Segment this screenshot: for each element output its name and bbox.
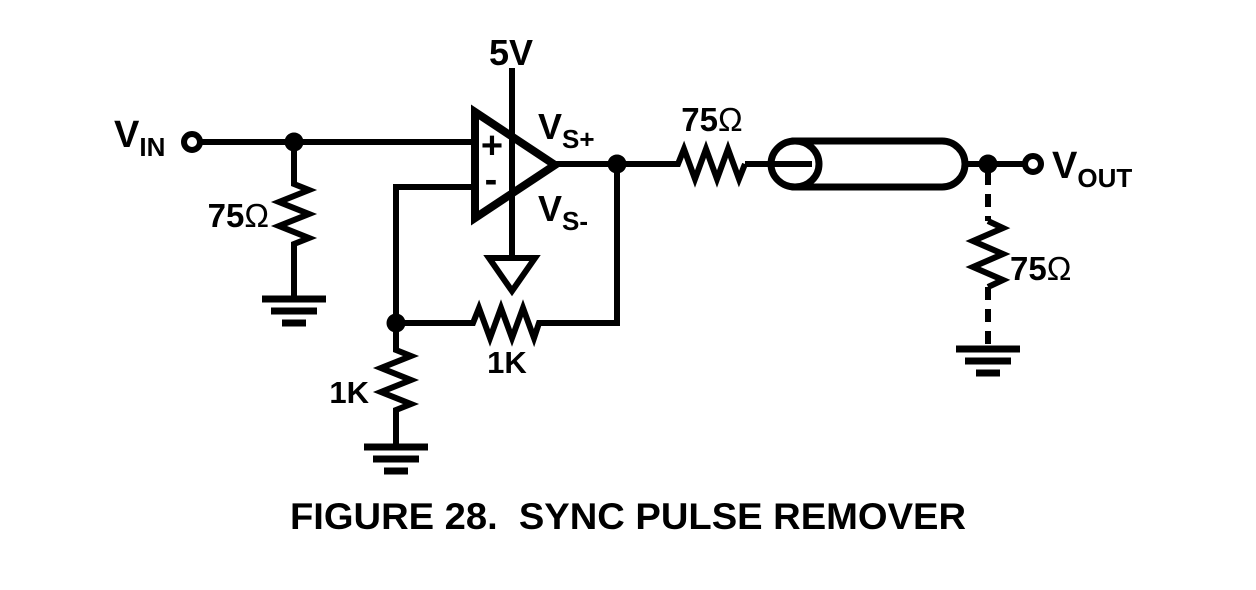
- ground-symbol-gain-resistor: [364, 443, 428, 475]
- gain-set-resistor: [372, 323, 420, 444]
- figure-caption: FIGURE 28. SYNC PULSE REMOVER: [290, 496, 966, 537]
- output-termination-resistor: [965, 218, 1011, 290]
- gain-set-resistor-label: 1K: [329, 375, 369, 410]
- feedback-resistor-label: 1K: [487, 345, 527, 380]
- junction-dot-vout: [978, 154, 998, 174]
- vs-minus-label: VS-: [538, 188, 588, 236]
- vin-terminal: [181, 131, 203, 153]
- input-termination-label: 75Ω: [208, 197, 269, 234]
- vin-label: VIN: [114, 114, 165, 162]
- inverting-input-wire: [393, 184, 475, 323]
- ground-symbol-output: [956, 345, 1020, 377]
- feedback-loop-and-feedback-resistor: [396, 164, 620, 348]
- output-wire-and-series-resistor: [555, 140, 748, 188]
- series-resistor-label: 75Ω: [681, 101, 742, 138]
- opamp-minus-sign: -: [485, 159, 498, 201]
- vout-label: VOUT: [1052, 145, 1132, 193]
- coax-body: [791, 137, 969, 191]
- opamp-plus-sign: +: [481, 125, 503, 167]
- ground-symbol-input: [262, 295, 326, 327]
- output-termination-label: 75Ω: [1010, 250, 1071, 287]
- negative-supply-arrow-icon: [483, 255, 541, 297]
- coax-cable-icon: [745, 137, 969, 191]
- vs-plus-label: VS+: [538, 106, 595, 154]
- junction-dot-feedback: [386, 313, 406, 333]
- junction-dot-vin: [284, 132, 304, 152]
- input-termination-resistor: [270, 142, 318, 297]
- vout-terminal: [1022, 153, 1044, 175]
- junction-dot-output: [607, 154, 627, 174]
- supply-5v-label: 5V: [489, 32, 533, 73]
